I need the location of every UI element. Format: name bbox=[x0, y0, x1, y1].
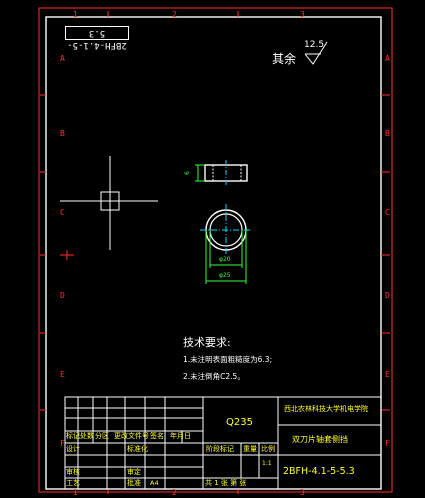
zone-right-f: F bbox=[385, 439, 390, 448]
tech-requirement-1: 1.未注明表面粗糙度为6.3; bbox=[183, 355, 273, 364]
rev-header-mark: 标记 bbox=[66, 432, 80, 440]
title-block-grid bbox=[64, 396, 382, 490]
center-marks bbox=[60, 250, 74, 260]
tech-requirement-2: 2.未注倒角C2.5。 bbox=[183, 372, 245, 381]
rev-header-zone: 分区 bbox=[95, 432, 109, 440]
zone-bottom-1: 1 bbox=[73, 488, 78, 497]
zone-top-1: 1 bbox=[73, 10, 78, 19]
roughness-symbol bbox=[304, 41, 328, 65]
zone-top-2: 2 bbox=[172, 10, 177, 19]
school-name: 西北农林科技大学机电学院 bbox=[284, 405, 368, 413]
dim-outer-diameter: φ25 bbox=[219, 272, 231, 279]
sheet-count: 共 1 张 第 张 bbox=[205, 479, 247, 487]
rev-header-sign: 签名 bbox=[150, 432, 164, 440]
cad-crosshair-cursor bbox=[60, 156, 158, 250]
zone-ticks bbox=[40, 11, 390, 494]
role-approve: 批准 bbox=[127, 479, 141, 487]
zone-right-d: D bbox=[385, 291, 390, 300]
zone-right-b: B bbox=[385, 129, 390, 138]
stage-mark-header: 阶段标记 bbox=[206, 445, 234, 453]
drawing-code-box: 2BFH-4.1-5-5.3 bbox=[65, 26, 129, 50]
role-design: 设计 bbox=[66, 445, 80, 453]
outer-border bbox=[38, 7, 393, 493]
scale-header: 比例 bbox=[261, 445, 275, 453]
roughness-value: 12.5 bbox=[304, 40, 325, 50]
role-approve-check: 审定 bbox=[127, 468, 141, 476]
tech-requirements-title: 技术要求: bbox=[183, 336, 231, 349]
zone-top-3: 3 bbox=[300, 10, 305, 19]
material: Q235 bbox=[226, 417, 253, 428]
dim-thickness: 6 bbox=[183, 171, 191, 175]
scale-value: 1:1 bbox=[262, 460, 272, 467]
part-side-view bbox=[195, 160, 248, 186]
part-front-view bbox=[200, 204, 252, 284]
zone-left-d: D bbox=[60, 291, 65, 300]
role-standard: 标准化 bbox=[127, 445, 148, 453]
zone-left-a: A bbox=[60, 54, 65, 63]
role-review: 审核 bbox=[66, 468, 80, 476]
rev-header-count: 处数 bbox=[80, 432, 94, 440]
zone-right-e: E bbox=[385, 370, 390, 379]
zone-bottom-2: 2 bbox=[172, 488, 177, 497]
zone-left-b: B bbox=[60, 129, 65, 138]
zone-left-f: F bbox=[60, 439, 65, 448]
zone-right-c: C bbox=[385, 208, 390, 217]
zone-left-e: E bbox=[60, 370, 65, 379]
zone-bottom-3: 3 bbox=[300, 488, 305, 497]
sheet-size: A4 bbox=[150, 479, 159, 487]
rev-header-doc: 更改文件号 bbox=[114, 432, 149, 440]
dim-inner-diameter: φ20 bbox=[219, 256, 231, 263]
zone-left-c: C bbox=[60, 208, 65, 217]
rev-header-date: 年月日 bbox=[170, 432, 191, 440]
roughness-label: 其余 bbox=[272, 52, 297, 66]
zone-right-a: A bbox=[385, 54, 390, 63]
drawing-number: 2BFH-4.1-5-5.3 bbox=[283, 466, 355, 477]
part-name: 双刀片轴套侧挡 bbox=[292, 435, 348, 444]
weight-header: 重量 bbox=[243, 445, 257, 453]
role-process: 工艺 bbox=[66, 479, 80, 487]
drawing-code-rotated: 2BFH-4.1-5-5.3 bbox=[67, 28, 127, 50]
